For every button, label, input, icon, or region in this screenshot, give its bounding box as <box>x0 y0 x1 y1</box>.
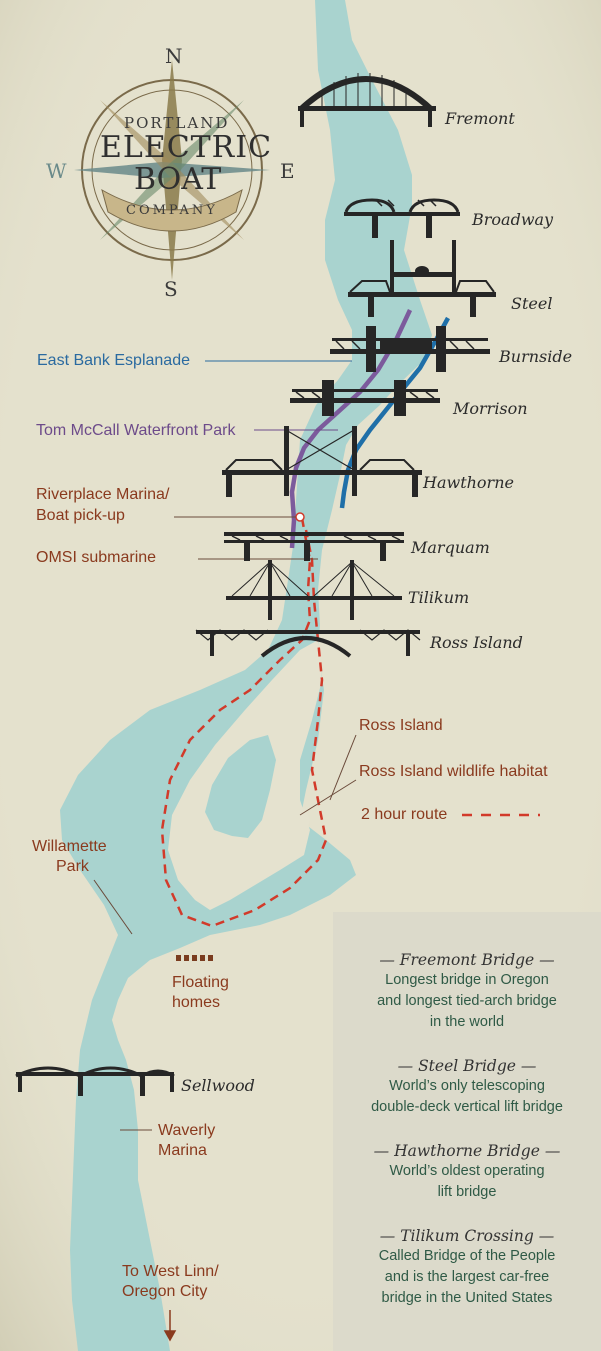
fact-line: in the world <box>429 1014 505 1030</box>
ross-island-lake <box>205 735 276 838</box>
willamette-river <box>60 0 432 1351</box>
boat-route <box>160 517 328 928</box>
wildlife-habitat <box>296 808 310 834</box>
bridge-label-broadway: Broadway <box>472 210 554 229</box>
label-westlinn-2: Oregon City <box>122 1283 208 1300</box>
fact-title: — Tilikum Crossing — <box>379 1227 555 1245</box>
logo-south: S <box>164 277 178 301</box>
bridge-label-burnside: Burnside <box>499 347 573 366</box>
fact-title: — Steel Bridge — <box>397 1057 537 1075</box>
bridge-label-marquam: Marquam <box>411 538 490 557</box>
bridge-label-tilikum: Tilikum <box>408 588 470 607</box>
fact-line: and is the largest car-free <box>384 1269 550 1285</box>
fact-line: lift bridge <box>437 1184 497 1200</box>
riverplace-marker <box>295 512 305 522</box>
bridge-burnside <box>330 326 490 372</box>
bridge-label-steel: Steel <box>511 294 553 313</box>
label-riverplace-1: Riverplace Marina/ <box>36 486 170 503</box>
fact-title: — Hawthorne Bridge — <box>373 1142 561 1160</box>
logo-north: N <box>165 44 183 68</box>
bridge-hawthorne <box>222 426 422 497</box>
bridge-label-hawthorne: Hawthorne <box>423 473 514 492</box>
label-willamette-1: Willamette <box>32 838 107 855</box>
bridge-tilikum <box>226 560 402 620</box>
fact-line: and longest tied-arch bridge <box>377 993 557 1009</box>
fact-line: double-deck vertical lift bridge <box>371 1099 563 1115</box>
bridge-label-morrison: Morrison <box>453 399 528 418</box>
logo-boat: BOAT <box>134 162 222 197</box>
leader-lines <box>93 360 357 1131</box>
fact-tilikum: — Tilikum Crossing — Called Bridge of th… <box>333 1226 601 1309</box>
bridge-label-sellwood: Sellwood <box>181 1076 255 1095</box>
bridge-sellwood <box>15 1066 175 1096</box>
label-route: 2 hour route <box>361 806 448 823</box>
label-waterfront-park: Tom McCall Waterfront Park <box>36 422 236 439</box>
bridge-marquam <box>224 532 404 561</box>
logo-west: W <box>46 159 67 183</box>
bridge-ross-island <box>195 629 421 658</box>
label-east-bank-esplanade: East Bank Esplanade <box>37 352 190 369</box>
bridge-broadway <box>344 198 460 238</box>
label-waverly-1: Waverly <box>158 1122 216 1139</box>
fact-steel: — Steel Bridge — World’s only telescopin… <box>333 1056 601 1118</box>
bridge-facts-panel: — Freemont Bridge — Longest bridge in Or… <box>333 912 601 1351</box>
compass-logo <box>74 60 270 280</box>
south-arrow <box>163 1310 177 1342</box>
bridge-fremont <box>297 73 436 127</box>
bridge-label-fremont: Fremont <box>445 109 515 128</box>
logo-east: E <box>280 159 295 183</box>
fact-line: bridge in the United States <box>381 1290 553 1306</box>
logo-portland: PORTLAND <box>124 114 230 132</box>
bridge-label-ross-island: Ross Island <box>430 633 523 652</box>
fact-line: World’s oldest operating <box>389 1163 545 1179</box>
fact-hawthorne: — Hawthorne Bridge — World’s oldest oper… <box>333 1141 601 1203</box>
label-omsi: OMSI submarine <box>36 549 157 566</box>
label-westlinn-1: To West Linn/ <box>122 1263 219 1280</box>
label-floating-2: homes <box>172 994 221 1011</box>
label-willamette-2: Park <box>56 858 89 875</box>
bridge-morrison <box>290 380 440 416</box>
label-riverplace-2: Boat pick-up <box>36 507 125 524</box>
fact-fremont: — Freemont Bridge — Longest bridge in Or… <box>333 950 601 1033</box>
fact-title: — Freemont Bridge — <box>379 951 555 969</box>
fact-line: Called Bridge of the People <box>378 1248 556 1264</box>
fact-line: Longest bridge in Oregon <box>385 972 549 988</box>
bridge-steel <box>348 240 496 317</box>
logo-electric: ELECTRIC <box>100 130 273 165</box>
label-ross-habitat: Ross Island wildlife habitat <box>359 763 548 780</box>
label-floating-1: Floating <box>172 974 229 991</box>
logo-company: COMPANY <box>126 203 218 218</box>
fact-line: World’s only telescoping <box>389 1078 545 1094</box>
label-ross-island: Ross Island <box>359 717 443 734</box>
label-waverly-2: Marina <box>158 1142 207 1159</box>
